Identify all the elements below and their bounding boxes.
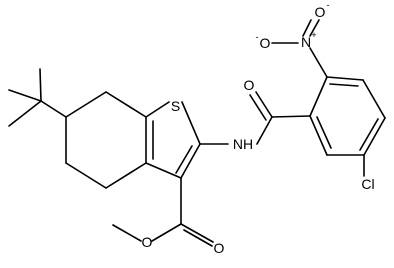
bond-tbu-methyl-left (8, 89, 42, 102)
bond-o-methyl (112, 224, 142, 242)
bond-ar-c4-c5 (363, 117, 386, 156)
bond-ar-c3-c4 (362, 79, 386, 119)
tert-butyl-group (8, 68, 67, 127)
bond-c3-c3a (145, 162, 182, 179)
benzene-ring (309, 76, 386, 156)
bond-tbu-methyl-top (39, 68, 42, 102)
bond-c2-c3-double (175, 145, 193, 174)
bond-n-o-top-double (302, 19, 312, 37)
bond-c5-c4 (65, 162, 107, 189)
bond-s-c2 (181, 101, 201, 145)
bond-aryl-nitro (309, 47, 328, 78)
nitro-oxygen-left-charge: - (256, 32, 259, 42)
nitro-oxygen-top-label: O (315, 4, 326, 20)
bond-ar-c2-c3 (326, 76, 364, 81)
bond-carbonyl-aryl (271, 115, 311, 118)
bond-ar-c6-c1-double (316, 116, 332, 149)
bond-carbonyl-o (180, 223, 214, 243)
bond-carbonyl-o-methoxy (151, 223, 182, 242)
amide-oxygen-label: O (244, 77, 255, 93)
nitro-nitrogen-charge: + (311, 30, 316, 40)
bond-tbu-methyl-lowleft (8, 100, 42, 127)
nitro-group (271, 19, 328, 78)
amide-nh-label: NH (233, 136, 253, 152)
ester-carbonyl-oxygen-label: O (214, 240, 225, 256)
amide-group (199, 91, 311, 145)
bond-c6-c7 (65, 91, 107, 118)
bond-amide-o-double (249, 94, 267, 121)
bond-c4-c3a (105, 162, 147, 189)
bond-ar-c2-c3-double (329, 83, 359, 87)
chloro-label: Cl (361, 176, 374, 192)
nitro-oxygen-top-charge: - (327, 0, 330, 10)
nitro-nitrogen-label: N (301, 34, 311, 50)
bond-tbu-ring (40, 100, 67, 118)
bond-nh-carbonyl (256, 116, 273, 145)
bond-amide-o (255, 91, 273, 118)
ester-methoxy-oxygen-label: O (142, 234, 153, 250)
bond-carbonyl-o-double (183, 229, 213, 247)
tetrahydro-ring (65, 91, 154, 189)
sulfur-atom-label: S (171, 98, 180, 114)
bond-c7a-s (145, 101, 170, 118)
bond-c7-c7a (105, 91, 147, 118)
bond-ar-c4-c5-double (359, 118, 379, 151)
methyl-ester-group (112, 177, 214, 247)
bond-c2-c3 (180, 143, 201, 179)
bond-n-o-top (309, 19, 320, 37)
bond-ar-c1-c2 (309, 76, 328, 117)
thiophene-ring (145, 101, 201, 179)
bond-ar-c6-c1 (309, 115, 328, 156)
nitro-oxygen-left-label: O (260, 35, 271, 51)
